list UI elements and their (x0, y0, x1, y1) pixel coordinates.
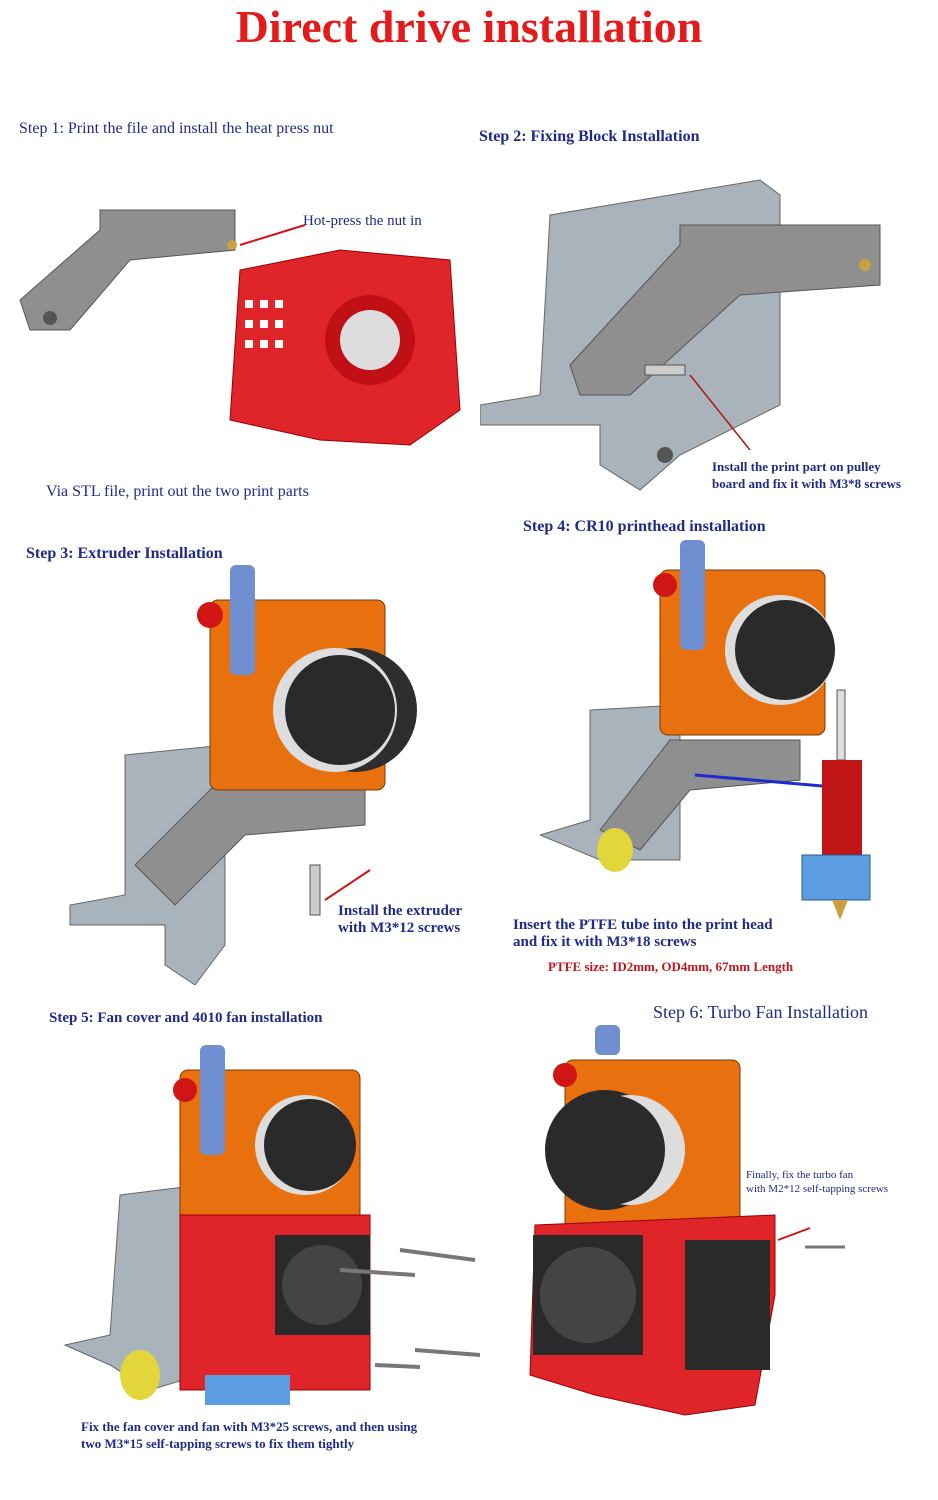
step-1-note-hot-press: Hot-press the nut in (303, 213, 422, 229)
step-3-heading: Step 3: Extruder Installation (26, 545, 223, 562)
step-6-heading: Step 6: Turbo Fan Installation (653, 1002, 869, 1022)
step-2-note-line-2: board and fix it with M3*8 screws (712, 476, 901, 491)
page-title: Direct drive installation (235, 1, 703, 52)
step-3-note-line-1: Install the extruder (338, 903, 463, 919)
step-3-note-line-2: with M3*12 screws (338, 920, 461, 936)
step-1-illustration (19, 209, 461, 446)
step-6-note-line-2: with M2*12 self-tapping screws (746, 1183, 889, 1195)
step-6-note-line-1: Finally, fix the turbo fan (746, 1169, 854, 1181)
step-5-note-line-1: Fix the fan cover and fan with M3*25 scr… (81, 1419, 418, 1434)
step-2-illustration (480, 179, 881, 491)
step-4-illustration (540, 540, 871, 920)
step-6-illustration (529, 1025, 845, 1416)
step-2-note-line-1: Install the print part on pulley (712, 459, 881, 474)
step-1-heading: Step 1: Print the file and install the h… (19, 120, 334, 137)
step-3-illustration (69, 565, 417, 985)
step-4-note-line-1: Insert the PTFE tube into the print head (513, 917, 773, 933)
step-4-ptfe-size: PTFE size: ID2mm, OD4mm, 67mm Length (548, 959, 794, 974)
step-5-illustration (63, 1045, 481, 1405)
step-4-heading: Step 4: CR10 printhead installation (523, 518, 766, 535)
step-1-note-print: Via STL file, print out the two print pa… (46, 483, 309, 500)
step-4-note-line-2: and fix it with M3*18 screws (513, 934, 697, 950)
step-5-heading: Step 5: Fan cover and 4010 fan installat… (49, 1010, 323, 1026)
step-5-note-line-2: two M3*15 self-tapping screws to fix the… (81, 1436, 355, 1451)
step-2-heading: Step 2: Fixing Block Installation (479, 128, 700, 145)
